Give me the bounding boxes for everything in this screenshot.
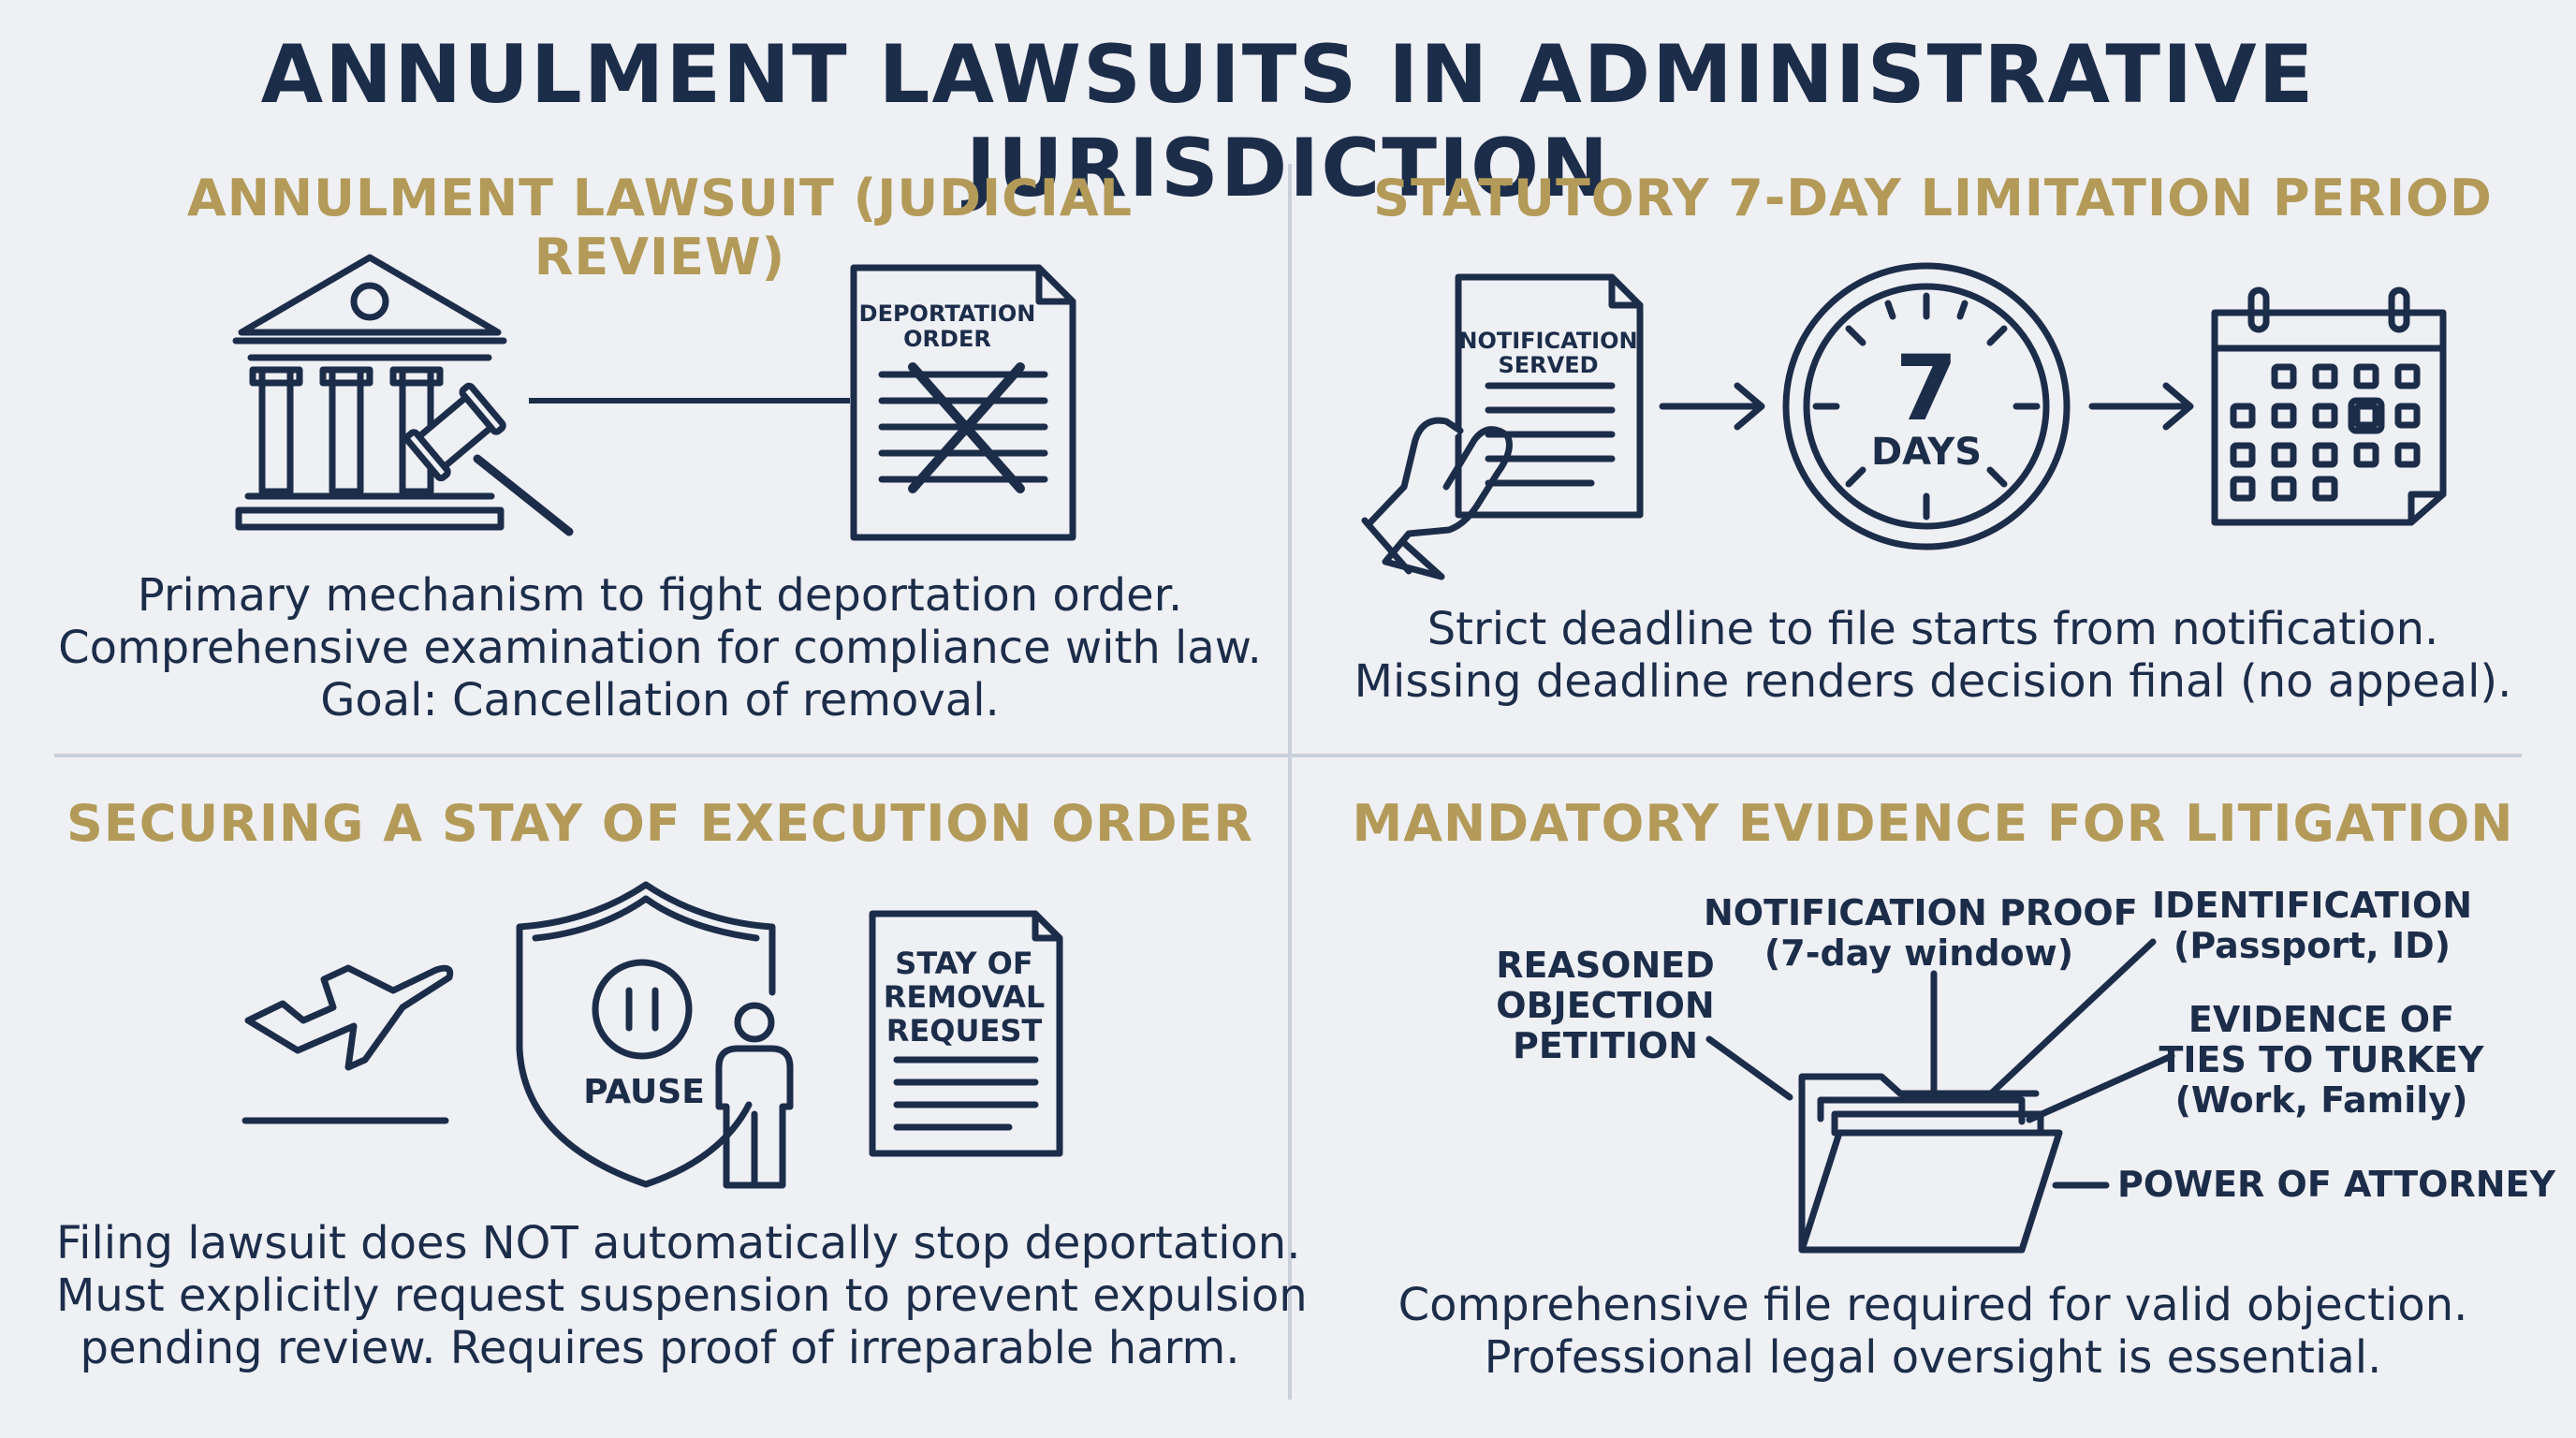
vertical-divider bbox=[1288, 164, 1292, 1400]
stay-line-2: Must explicitly request suspension to pr… bbox=[56, 1269, 1308, 1322]
annulment-line-1: Primary mechanism to fight deportation o… bbox=[137, 569, 1183, 622]
limitation-line-2: Missing deadline renders decision final … bbox=[1354, 655, 2512, 708]
limitation-title: STATUTORY 7-DAY LIMITATION PERIOD bbox=[1373, 169, 2493, 227]
limitation-line-1: Strict deadline to file starts from noti… bbox=[1427, 603, 2439, 655]
evidence-power-of-attorney: POWER OF ATTORNEY bbox=[2117, 1164, 2556, 1205]
evidence-ties-to-turkey: EVIDENCE OF TIES TO TURKEY (Work, Family… bbox=[2159, 999, 2484, 1121]
notification-label-2: SERVED bbox=[1498, 352, 1598, 378]
stay-description: Filing lawsuit does NOT automatically st… bbox=[56, 1217, 1308, 1374]
stay-line-1: Filing lawsuit does NOT automatically st… bbox=[56, 1217, 1301, 1269]
stay-doc-label-1: STAY OF bbox=[895, 946, 1032, 981]
pause-label: PAUSE bbox=[583, 1073, 705, 1111]
page-title: ANNULMENT LAWSUITS IN ADMINISTRATIVE JUR… bbox=[260, 28, 2316, 215]
stay-line-3: pending review. Requires proof of irrepa… bbox=[80, 1322, 1240, 1374]
evidence-title: MANDATORY EVIDENCE FOR LITIGATION bbox=[1352, 794, 2514, 853]
annulment-line-2: Comprehensive examination for compliance… bbox=[58, 622, 1262, 674]
evidence-reasoned-petition: REASONED OBJECTION PETITION bbox=[1496, 945, 1715, 1066]
evidence-identification: IDENTIFICATION (Passport, ID) bbox=[2151, 885, 2473, 966]
annulment-line-3: Goal: Cancellation of removal. bbox=[320, 674, 1000, 726]
evidence-line-2: Professional legal oversight is essentia… bbox=[1484, 1331, 2382, 1384]
clock-number: 7 bbox=[1895, 336, 1958, 441]
annulment-title: ANNULMENT LAWSUIT (JUDICIAL REVIEW) bbox=[186, 169, 1134, 286]
stay-doc-label-2: REMOVAL bbox=[884, 979, 1045, 1015]
evidence-description: Comprehensive file required for valid ob… bbox=[1310, 1279, 2555, 1384]
deportation-label-2: ORDER bbox=[903, 326, 991, 352]
stay-title: SECURING A STAY OF EXECUTION ORDER bbox=[66, 794, 1253, 853]
stay-doc-label-3: REQUEST bbox=[886, 1013, 1043, 1049]
limitation-description: Strict deadline to file starts from noti… bbox=[1310, 603, 2555, 708]
notification-label-1: NOTIFICATION bbox=[1458, 328, 1637, 354]
clock-unit: DAYS bbox=[1871, 431, 1982, 474]
horizontal-divider bbox=[54, 754, 2522, 757]
annulment-description: Primary mechanism to fight deportation o… bbox=[56, 569, 1264, 726]
deportation-label-1: DEPORTATION bbox=[859, 301, 1036, 327]
evidence-line-1: Comprehensive file required for valid ob… bbox=[1398, 1279, 2468, 1331]
evidence-notification: NOTIFICATION PROOF (7-day window) bbox=[1704, 892, 2138, 974]
